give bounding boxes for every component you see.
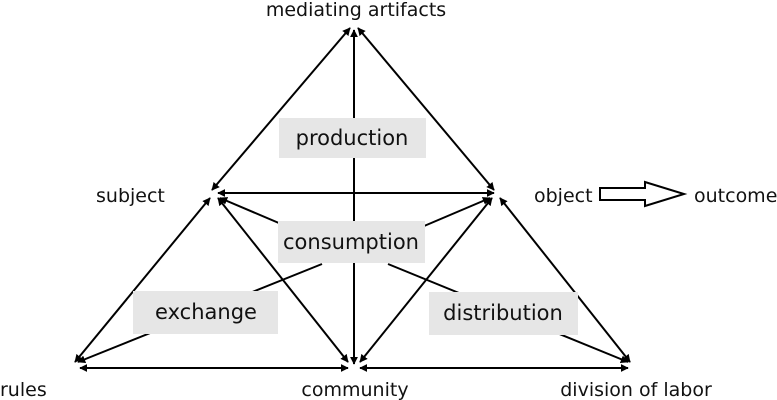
distribution-box: distribution — [429, 292, 578, 335]
edge-object-division-of-labor — [499, 197, 631, 363]
outcome-arrow-icon — [599, 180, 688, 208]
edge-mediating-artifacts-object — [357, 27, 495, 191]
edge-subject-mediating-artifacts — [211, 27, 351, 191]
distribution-label: distribution — [443, 301, 563, 325]
consumption-box: consumption — [278, 221, 425, 263]
node-division-of-labor: division of labor — [560, 379, 712, 400]
production-box: production — [279, 118, 426, 158]
exchange-box: exchange — [133, 291, 278, 334]
node-rules: rules — [0, 379, 47, 400]
node-community: community — [301, 379, 408, 400]
edge-subject-rules — [74, 197, 211, 363]
node-outcome: outcome — [694, 185, 777, 207]
node-object: object — [534, 185, 593, 207]
production-label: production — [296, 126, 409, 150]
node-mediating-artifacts: mediating artifacts — [266, 0, 446, 21]
exchange-label: exchange — [155, 300, 257, 324]
node-subject: subject — [96, 185, 165, 207]
consumption-label: consumption — [283, 230, 419, 254]
